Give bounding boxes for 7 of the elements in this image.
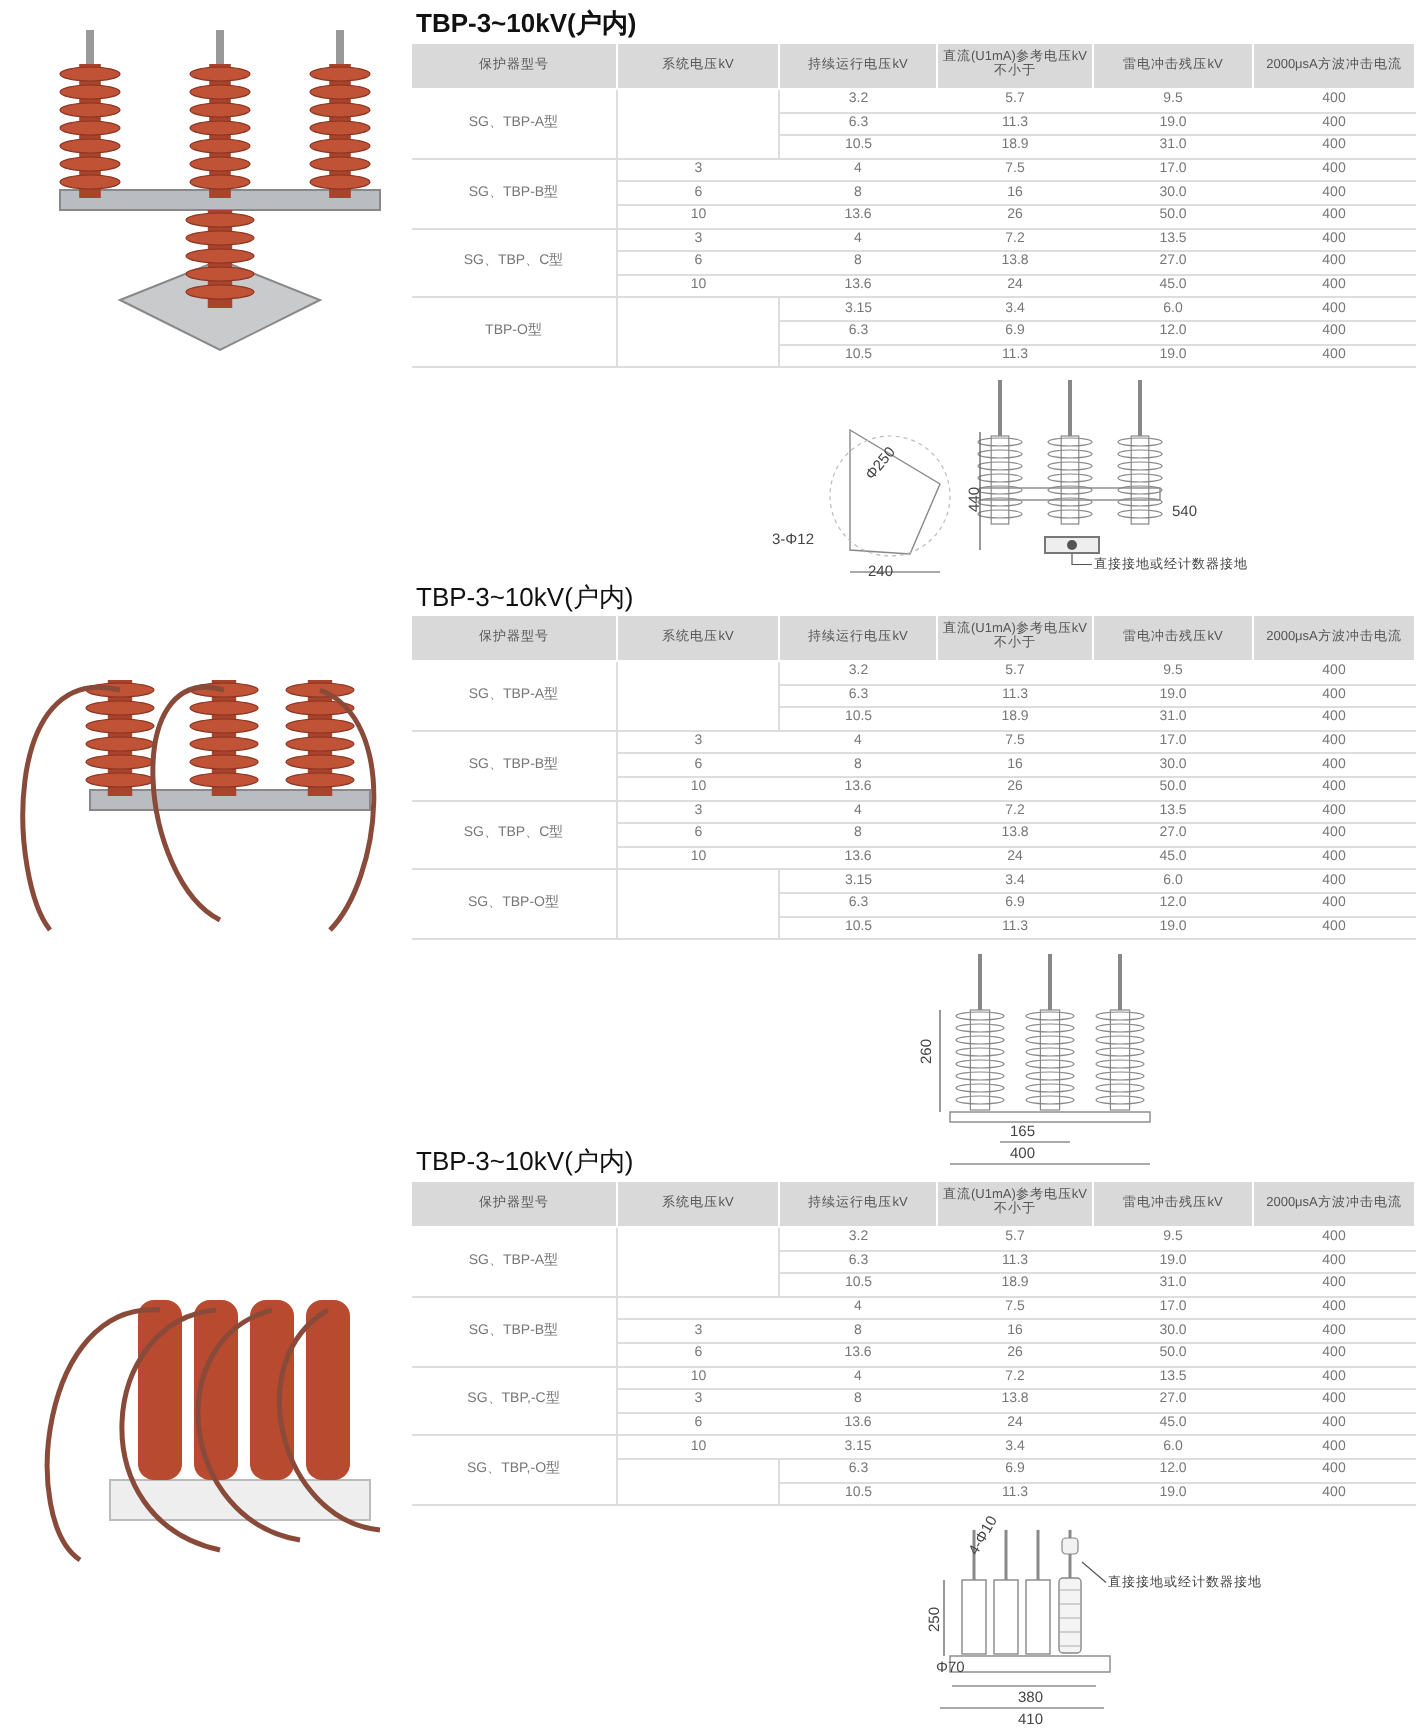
section-heading: TBP-3~10kV(户内) [416, 580, 634, 616]
arrester-outline-drawing [1058, 1530, 1082, 1654]
section-heading: TBP-3~10kV(户内) [416, 6, 637, 42]
leader-line [1081, 1561, 1107, 1584]
ground-base-drawing [1044, 536, 1100, 554]
section-heading: TBP-3~10kV(户内) [416, 1144, 634, 1180]
leader-line [1071, 553, 1093, 566]
